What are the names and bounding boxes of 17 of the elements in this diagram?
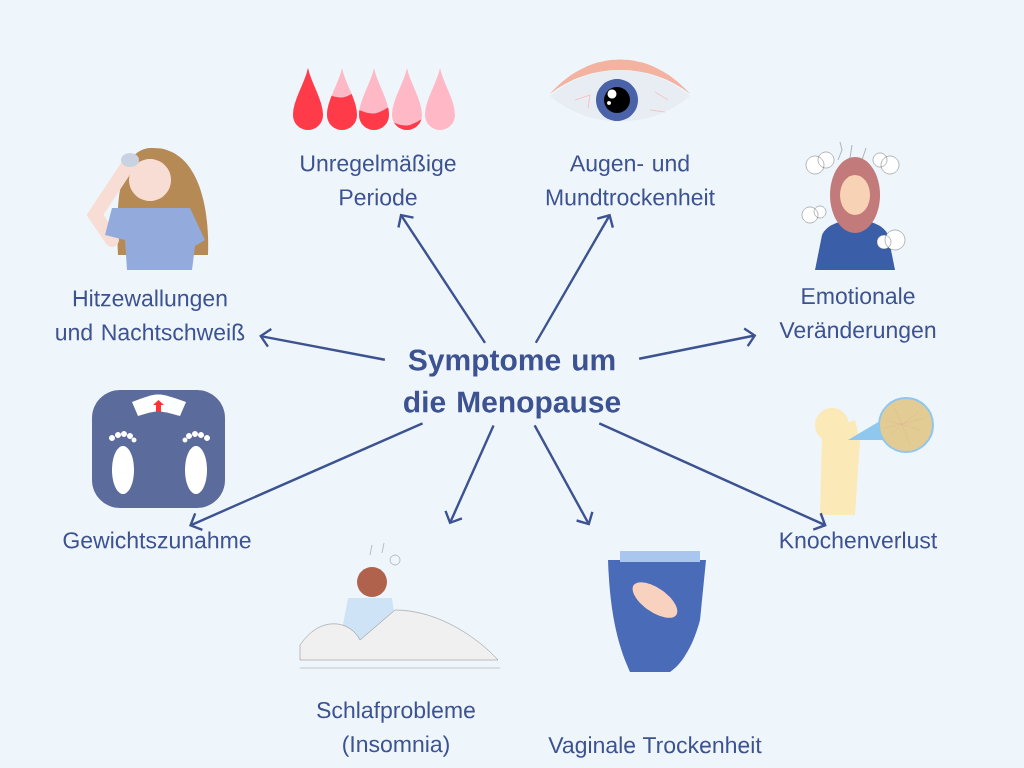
symptom-label: Vaginale Trockenheit bbox=[548, 736, 762, 758]
arrow bbox=[533, 424, 594, 526]
hub-title: Symptome um die Menopause bbox=[404, 349, 621, 419]
arrow bbox=[638, 327, 757, 360]
symptom-label: Augen- und Mundtrockenheit bbox=[546, 154, 715, 206]
arrow bbox=[534, 213, 615, 344]
symptom-label: Schlafprobleme (Insomnia) bbox=[317, 701, 475, 757]
arrow bbox=[444, 424, 495, 525]
symptom-label: Hitzewallungen und Nachtschweiß bbox=[56, 289, 245, 341]
arrow bbox=[259, 327, 386, 361]
symptom-label: Knochenverlust bbox=[780, 531, 938, 549]
symptom-label: Unregelmäßige Periode bbox=[301, 154, 456, 206]
symptom-label: Emotionale Veränderungen bbox=[779, 287, 936, 343]
symptom-label: Gewichtszunahme bbox=[63, 531, 251, 549]
arrow bbox=[189, 422, 424, 531]
arrow bbox=[397, 213, 487, 344]
arrow bbox=[598, 422, 827, 531]
